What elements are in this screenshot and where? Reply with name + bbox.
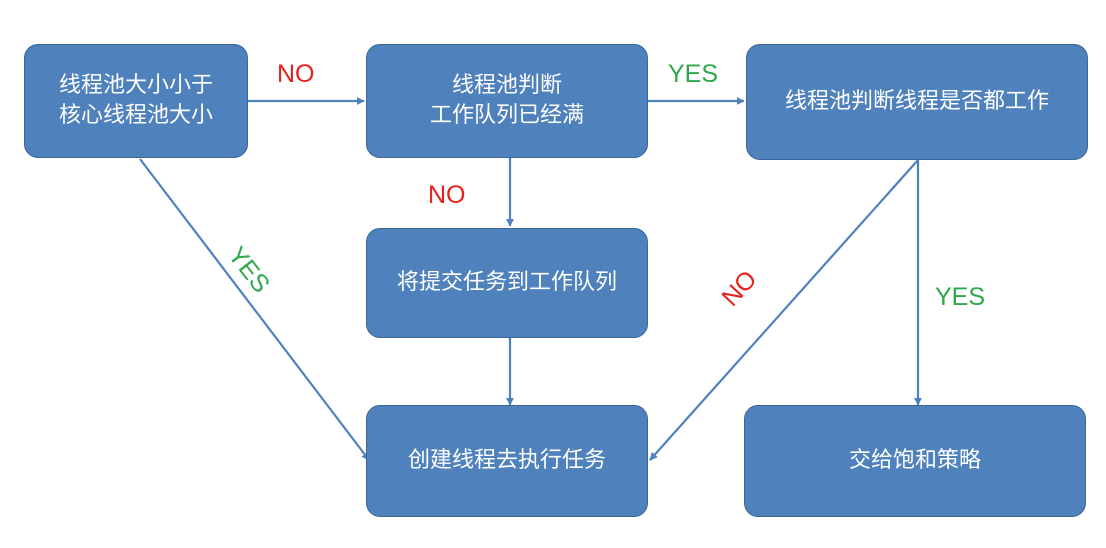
node-create-thread-run-task-line-1: 创建线程去执行任务 — [407, 448, 606, 473]
node-submit-to-work-queue-line-1: 将提交任务到工作队列 — [396, 270, 617, 295]
label-queue-to-enqueue-no: NO — [428, 181, 466, 209]
node-all-threads-working-check-line-1: 线程池判断线程是否都工作 — [784, 89, 1049, 114]
node-saturation-policy: 交给饱和策略 — [744, 405, 1086, 517]
arrow-core-to-create — [139, 158, 370, 461]
node-work-queue-full-check: 线程池判断 工作队列已经满 — [366, 44, 648, 158]
node-core-pool-size-check-line-2: 核心线程池大小 — [58, 103, 213, 128]
node-core-pool-size-check-line-1: 线程池大小小于 — [58, 73, 213, 98]
node-all-threads-working-check: 线程池判断线程是否都工作 — [746, 44, 1088, 160]
label-pool-to-reject-yes: YES — [935, 283, 986, 311]
label-queue-to-pool-yes: YES — [668, 60, 719, 88]
node-work-queue-full-check-line-2: 工作队列已经满 — [429, 103, 584, 128]
node-saturation-policy-line-1: 交给饱和策略 — [848, 448, 981, 473]
node-work-queue-full-check-line-1: 线程池判断 — [451, 73, 562, 98]
node-submit-to-work-queue: 将提交任务到工作队列 — [366, 228, 648, 338]
node-core-pool-size-check: 线程池大小小于 核心线程池大小 — [24, 44, 248, 158]
node-create-thread-run-task: 创建线程去执行任务 — [366, 405, 648, 517]
arrow-pool-to-create — [649, 159, 919, 461]
label-core-to-queue-no: NO — [277, 60, 315, 88]
